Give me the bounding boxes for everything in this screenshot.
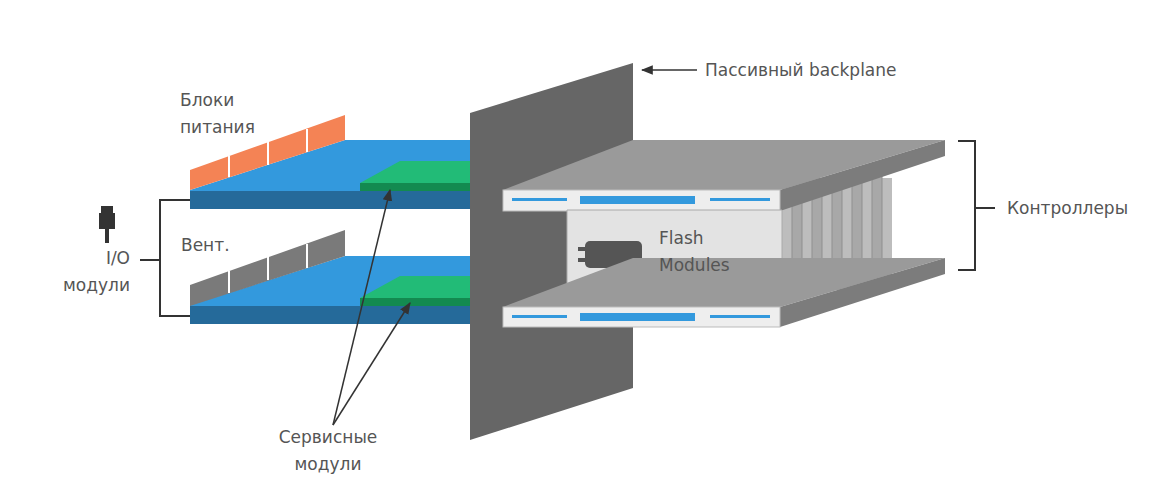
fan-layer [190, 230, 470, 324]
controllers [503, 140, 945, 327]
plug-icon [99, 206, 115, 243]
module-box: Flash Modules [567, 210, 782, 293]
part-label: Контроллеры [1007, 195, 1167, 222]
part-label: Вент. [181, 232, 271, 259]
part-label: Сервисные модули [258, 424, 398, 478]
module-label: Flash Modules [659, 225, 739, 279]
part-label: I/O модули [40, 245, 130, 299]
part-label: Блоки питания [180, 87, 270, 141]
brackets [140, 141, 995, 316]
leader-lines [333, 70, 697, 425]
part-label: Пассивный backplane [705, 57, 965, 84]
